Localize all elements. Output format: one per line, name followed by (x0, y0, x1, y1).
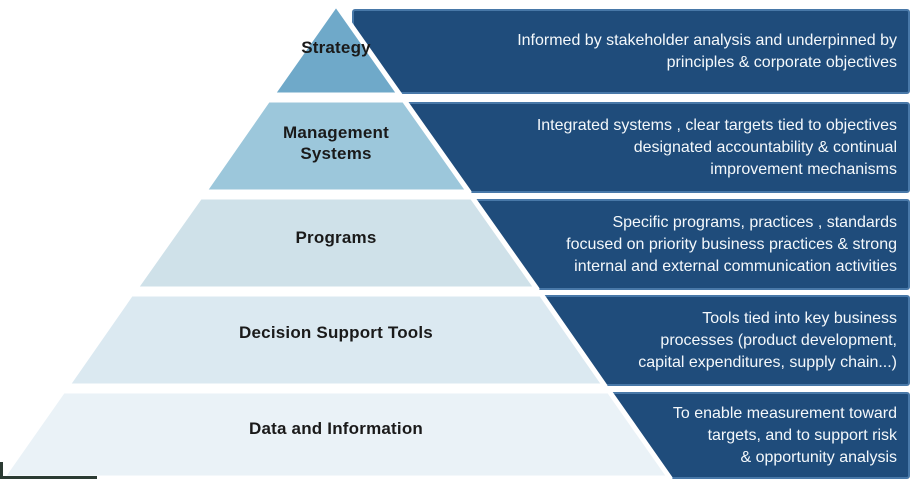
level-description-management-systems: Integrated systems , clear targets tied … (536, 116, 897, 178)
pyramid-level-management-systems (201, 97, 472, 195)
pyramid-level-decision-support-tools (64, 291, 608, 389)
bottom-edge-line (0, 476, 97, 479)
pyramid-level-data-and-information (0, 388, 673, 480)
level-description-strategy: Informed by stakeholder analysis and und… (517, 31, 897, 71)
level-label-strategy: Strategy (301, 38, 371, 57)
left-edge-sliver (0, 462, 3, 479)
level-label-programs: Programs (295, 228, 377, 247)
level-label-decision-support-tools: Decision Support Tools (239, 323, 433, 342)
level-description-data-and-information: To enable measurement toward targets, an… (672, 404, 897, 466)
level-description-programs: Specific programs, practices , standards… (566, 213, 897, 275)
pyramid-level-strategy (269, 1, 403, 98)
level-description-decision-support-tools: Tools tied into key business processes (… (638, 309, 897, 371)
pyramid-level-programs (132, 194, 540, 292)
level-label-data-and-information: Data and Information (248, 419, 423, 438)
level-label-management-systems: Management Systems (283, 123, 389, 163)
pyramid-bands (0, 1, 673, 480)
